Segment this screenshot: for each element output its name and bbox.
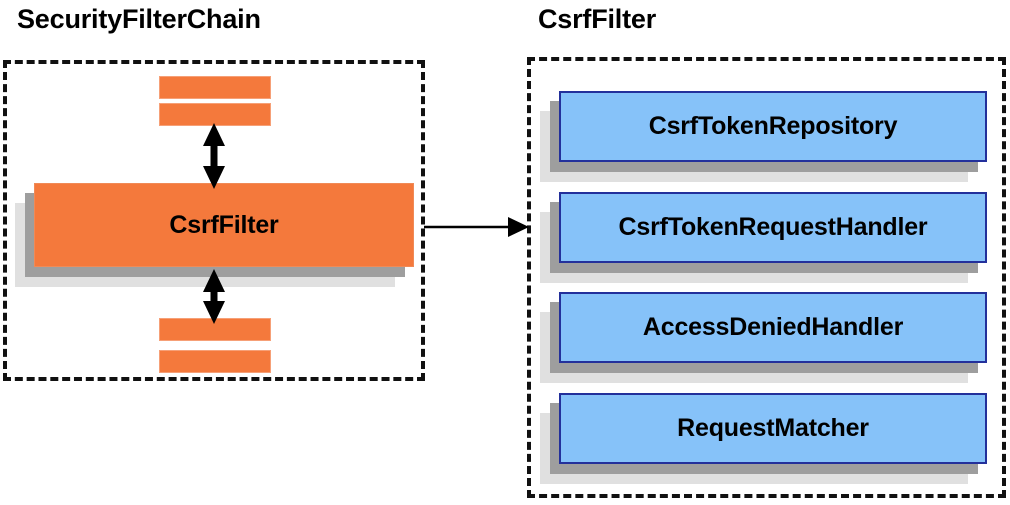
- filter-bar-bottom-2: [159, 350, 271, 373]
- csrf-filter-box[interactable]: CsrfFilter: [34, 183, 414, 267]
- component-label-2: CsrfTokenRequestHandler: [618, 213, 928, 241]
- security-filter-chain-panel: [3, 60, 425, 381]
- csrf-filter-box-label: CsrfFilter: [169, 210, 279, 239]
- component-box-accessdeniedhandler[interactable]: AccessDeniedHandler: [559, 292, 987, 363]
- filter-bar-bottom-1: [159, 318, 271, 341]
- component-label-3: AccessDeniedHandler: [642, 313, 904, 341]
- component-label-4: RequestMatcher: [677, 414, 869, 442]
- csrffilter-to-detail-arrow: [424, 217, 529, 237]
- component-box-csrftokenrequesthandler[interactable]: CsrfTokenRequestHandler: [559, 192, 987, 263]
- component-label-1: CsrfTokenRepository: [648, 112, 898, 140]
- csrf-filter-detail-panel: [527, 57, 1006, 498]
- filter-bar-top-2: [159, 103, 271, 126]
- component-box-requestmatcher[interactable]: RequestMatcher: [559, 393, 987, 464]
- filter-bar-top-1: [159, 76, 271, 99]
- component-box-csrftokenrepository[interactable]: CsrfTokenRepository: [559, 91, 987, 162]
- page-title-security-filter-chain: SecurityFilterChain: [17, 4, 261, 34]
- page-title-csrf-filter: CsrfFilter: [538, 4, 657, 34]
